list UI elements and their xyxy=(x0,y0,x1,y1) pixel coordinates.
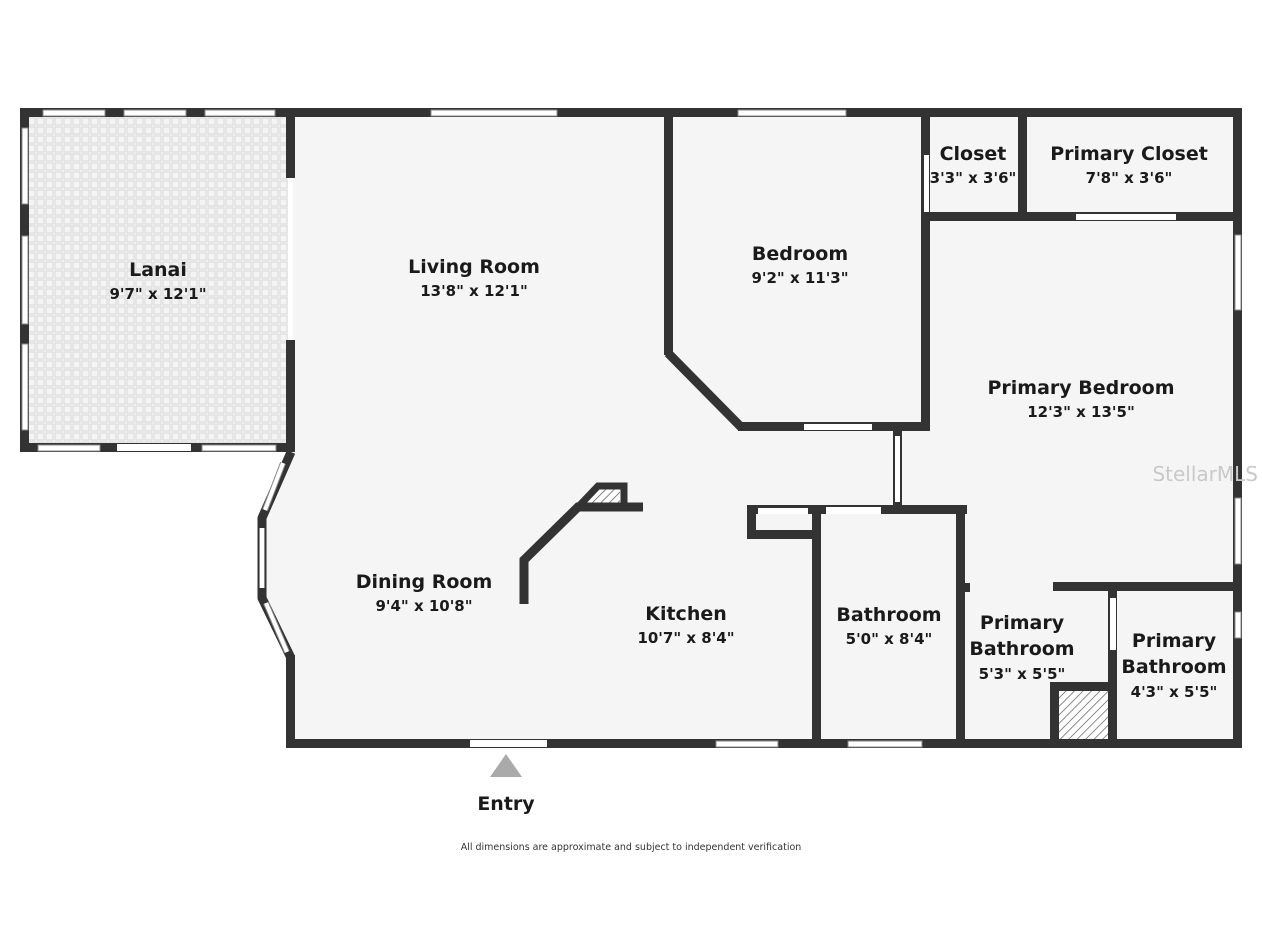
windows xyxy=(21,109,1242,748)
dining-room-dims: 9'4" x 10'8" xyxy=(375,597,472,615)
kitchen-label: Kitchen xyxy=(645,603,727,625)
lanai-floor xyxy=(25,113,291,451)
dining-room-label: Dining Room xyxy=(356,571,493,593)
room-labels: Lanai 9'7" x 12'1" Living Room 13'8" x 1… xyxy=(109,143,1226,853)
shower-hatch xyxy=(1058,690,1108,740)
watermark: StellarMLS xyxy=(1152,462,1258,486)
entry-label: Entry xyxy=(477,793,535,815)
living-room-dims: 13'8" x 12'1" xyxy=(420,282,528,300)
primary-bathroom-2-label-line2: Bathroom xyxy=(1121,656,1226,678)
closet-label: Closet xyxy=(940,143,1007,165)
primary-bathroom-2-label-line1: Primary xyxy=(1132,630,1217,652)
primary-bathroom-1-label-line2: Bathroom xyxy=(969,638,1074,660)
bathroom-dims: 5'0" x 8'4" xyxy=(846,630,933,648)
bathroom-label: Bathroom xyxy=(836,604,941,626)
primary-bathroom-1-dims: 5'3" x 5'5" xyxy=(979,665,1066,683)
kitchen-dims: 10'7" x 8'4" xyxy=(637,629,734,647)
disclaimer-text: All dimensions are approximate and subje… xyxy=(461,842,802,853)
primary-closet-label: Primary Closet xyxy=(1050,143,1208,165)
entry-arrow-icon xyxy=(490,754,522,777)
lanai-dims: 9'7" x 12'1" xyxy=(109,285,206,303)
primary-bathroom-1-label-line1: Primary xyxy=(980,612,1065,634)
bedroom-dims: 9'2" x 11'3" xyxy=(751,269,848,287)
closet-dims: 3'3" x 3'6" xyxy=(930,169,1017,187)
bedroom-label: Bedroom xyxy=(752,243,848,265)
living-room-label: Living Room xyxy=(408,256,540,278)
primary-bathroom-2-dims: 4'3" x 5'5" xyxy=(1131,683,1218,701)
lanai-label: Lanai xyxy=(129,259,187,281)
primary-bedroom-dims: 12'3" x 13'5" xyxy=(1027,403,1135,421)
primary-closet-dims: 7'8" x 3'6" xyxy=(1086,169,1173,187)
primary-bedroom-label: Primary Bedroom xyxy=(987,377,1174,399)
